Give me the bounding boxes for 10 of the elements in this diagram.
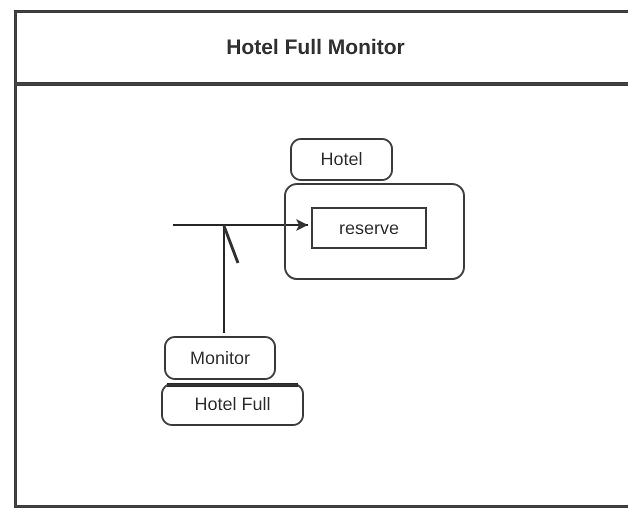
component-box xyxy=(284,138,465,280)
component-name: Hotel xyxy=(319,148,364,171)
diagram-frame xyxy=(14,10,628,508)
text-label: Hotel Full xyxy=(193,393,272,416)
port-box: reserve xyxy=(311,207,427,249)
frame-label: Hotel Full Monitor xyxy=(17,13,628,86)
arrow xyxy=(173,219,308,231)
stacked-box xyxy=(161,336,304,426)
connector-line xyxy=(222,224,240,333)
component-name: Monitor xyxy=(188,346,252,370)
